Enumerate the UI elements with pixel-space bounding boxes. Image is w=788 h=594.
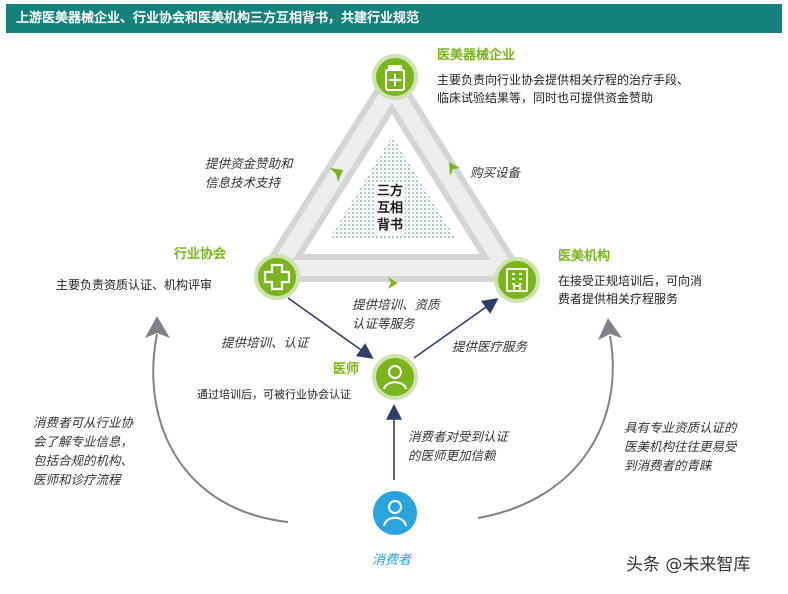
consumer-node (373, 491, 417, 535)
edge-label-training-services-1: 提供培训、资质 (352, 297, 440, 312)
edge-label-funding-2: 信息技术支持 (205, 175, 281, 190)
arrow-association-to-doctor (287, 297, 374, 359)
arrow-doctor-to-institution (413, 298, 499, 359)
edge-label-consumer-favor-3: 到消费者的青睐 (624, 458, 712, 473)
association-node (254, 254, 300, 300)
institution-node (494, 257, 540, 303)
association-desc: 主要负责资质认证、机构评审 (56, 278, 213, 292)
edge-label-training-services: 提供培训、资质 认证等服务 (352, 295, 440, 333)
enterprise-title: 医美器械企业 (437, 48, 516, 63)
enterprise-desc-1: 主要负责向行业协会提供相关疗程的治疗手段、 (437, 73, 690, 87)
arrow-consumer-to-institution (477, 335, 614, 519)
triangle-band-inner-edge (270, 80, 513, 276)
consumer-title: 消费者 (372, 553, 412, 568)
edge-label-consumer-info-4: 医师和诊疗流程 (33, 472, 121, 487)
edge-label-consumer-trust: 消费者对受到认证 的医师更加信赖 (408, 427, 508, 465)
enterprise-desc-2: 临床试验结果等，同时也可提供资金赞助 (437, 91, 654, 105)
center-label: 三方 互相 背书 (375, 182, 406, 235)
consumer-person-icon (383, 500, 407, 527)
watermark: 头条 @未来智库 (626, 555, 751, 575)
edge-label-consumer-info-1: 消费者可从行业协 (33, 415, 134, 430)
arrow-head-association (145, 316, 170, 338)
medical-cross-icon (263, 263, 291, 291)
edge-label-funding-1: 提供资金赞助和 (205, 156, 293, 171)
institution-desc-1: 在接受正规培训后，可向消 (558, 274, 703, 288)
chevron-bottom-side (388, 277, 398, 289)
institution-title: 医美机构 (558, 249, 611, 264)
edge-label-consumer-info-3: 包括合规的机构、 (33, 453, 134, 468)
arrow-head-institution (598, 318, 622, 340)
doctor-desc: 通过培训后，可被行业协会认证 (197, 388, 351, 401)
edge-label-medical-service: 提供医疗服务 (452, 339, 528, 354)
edge-label-consumer-favor: 具有专业资质认证的 医美机构往往更易受 到消费者的青睐 (624, 418, 737, 475)
edge-label-consumer-trust-1: 消费者对受到认证 (408, 429, 509, 444)
edge-label-training-cert: 提供培训、认证 (221, 335, 309, 350)
arrow-consumer-to-association (152, 333, 289, 523)
enterprise-node (372, 54, 418, 100)
doctor-title: 医师 (333, 362, 360, 377)
center-line-3: 背书 (377, 218, 404, 233)
medicine-bottle-icon (385, 65, 405, 91)
association-title: 行业协会 (174, 247, 227, 262)
hospital-building-icon (506, 268, 528, 292)
person-icon (383, 365, 407, 390)
edge-label-purchase: 购买设备 (470, 165, 521, 180)
chevron-right-side (449, 162, 460, 176)
edge-label-consumer-info: 消费者可从行业协 会了解专业信息， 包括合规的机构、 医师和诊疗流程 (33, 413, 133, 489)
header-title: 上游医美器械企业、行业协会和医美机构三方互相背书，共建行业规范 (16, 11, 420, 26)
doctor-node (372, 354, 418, 400)
edge-label-training-services-2: 认证等服务 (352, 316, 415, 331)
edge-label-consumer-favor-2: 医美机构往往更易受 (624, 439, 737, 454)
center-line-2: 互相 (377, 201, 404, 216)
header-bar: 上游医美器械企业、行业协会和医美机构三方互相背书，共建行业规范 (6, 4, 782, 33)
institution-desc-2: 费者提供相关疗程服务 (558, 292, 679, 306)
chevron-left-side (330, 168, 343, 182)
edge-label-consumer-trust-2: 的医师更加信赖 (408, 448, 496, 463)
edge-label-consumer-info-2: 会了解专业信息， (33, 434, 134, 449)
edge-label-consumer-favor-1: 具有专业资质认证的 (624, 420, 737, 435)
edge-label-funding: 提供资金赞助和 信息技术支持 (205, 154, 293, 192)
center-line-1: 三方 (377, 184, 404, 199)
